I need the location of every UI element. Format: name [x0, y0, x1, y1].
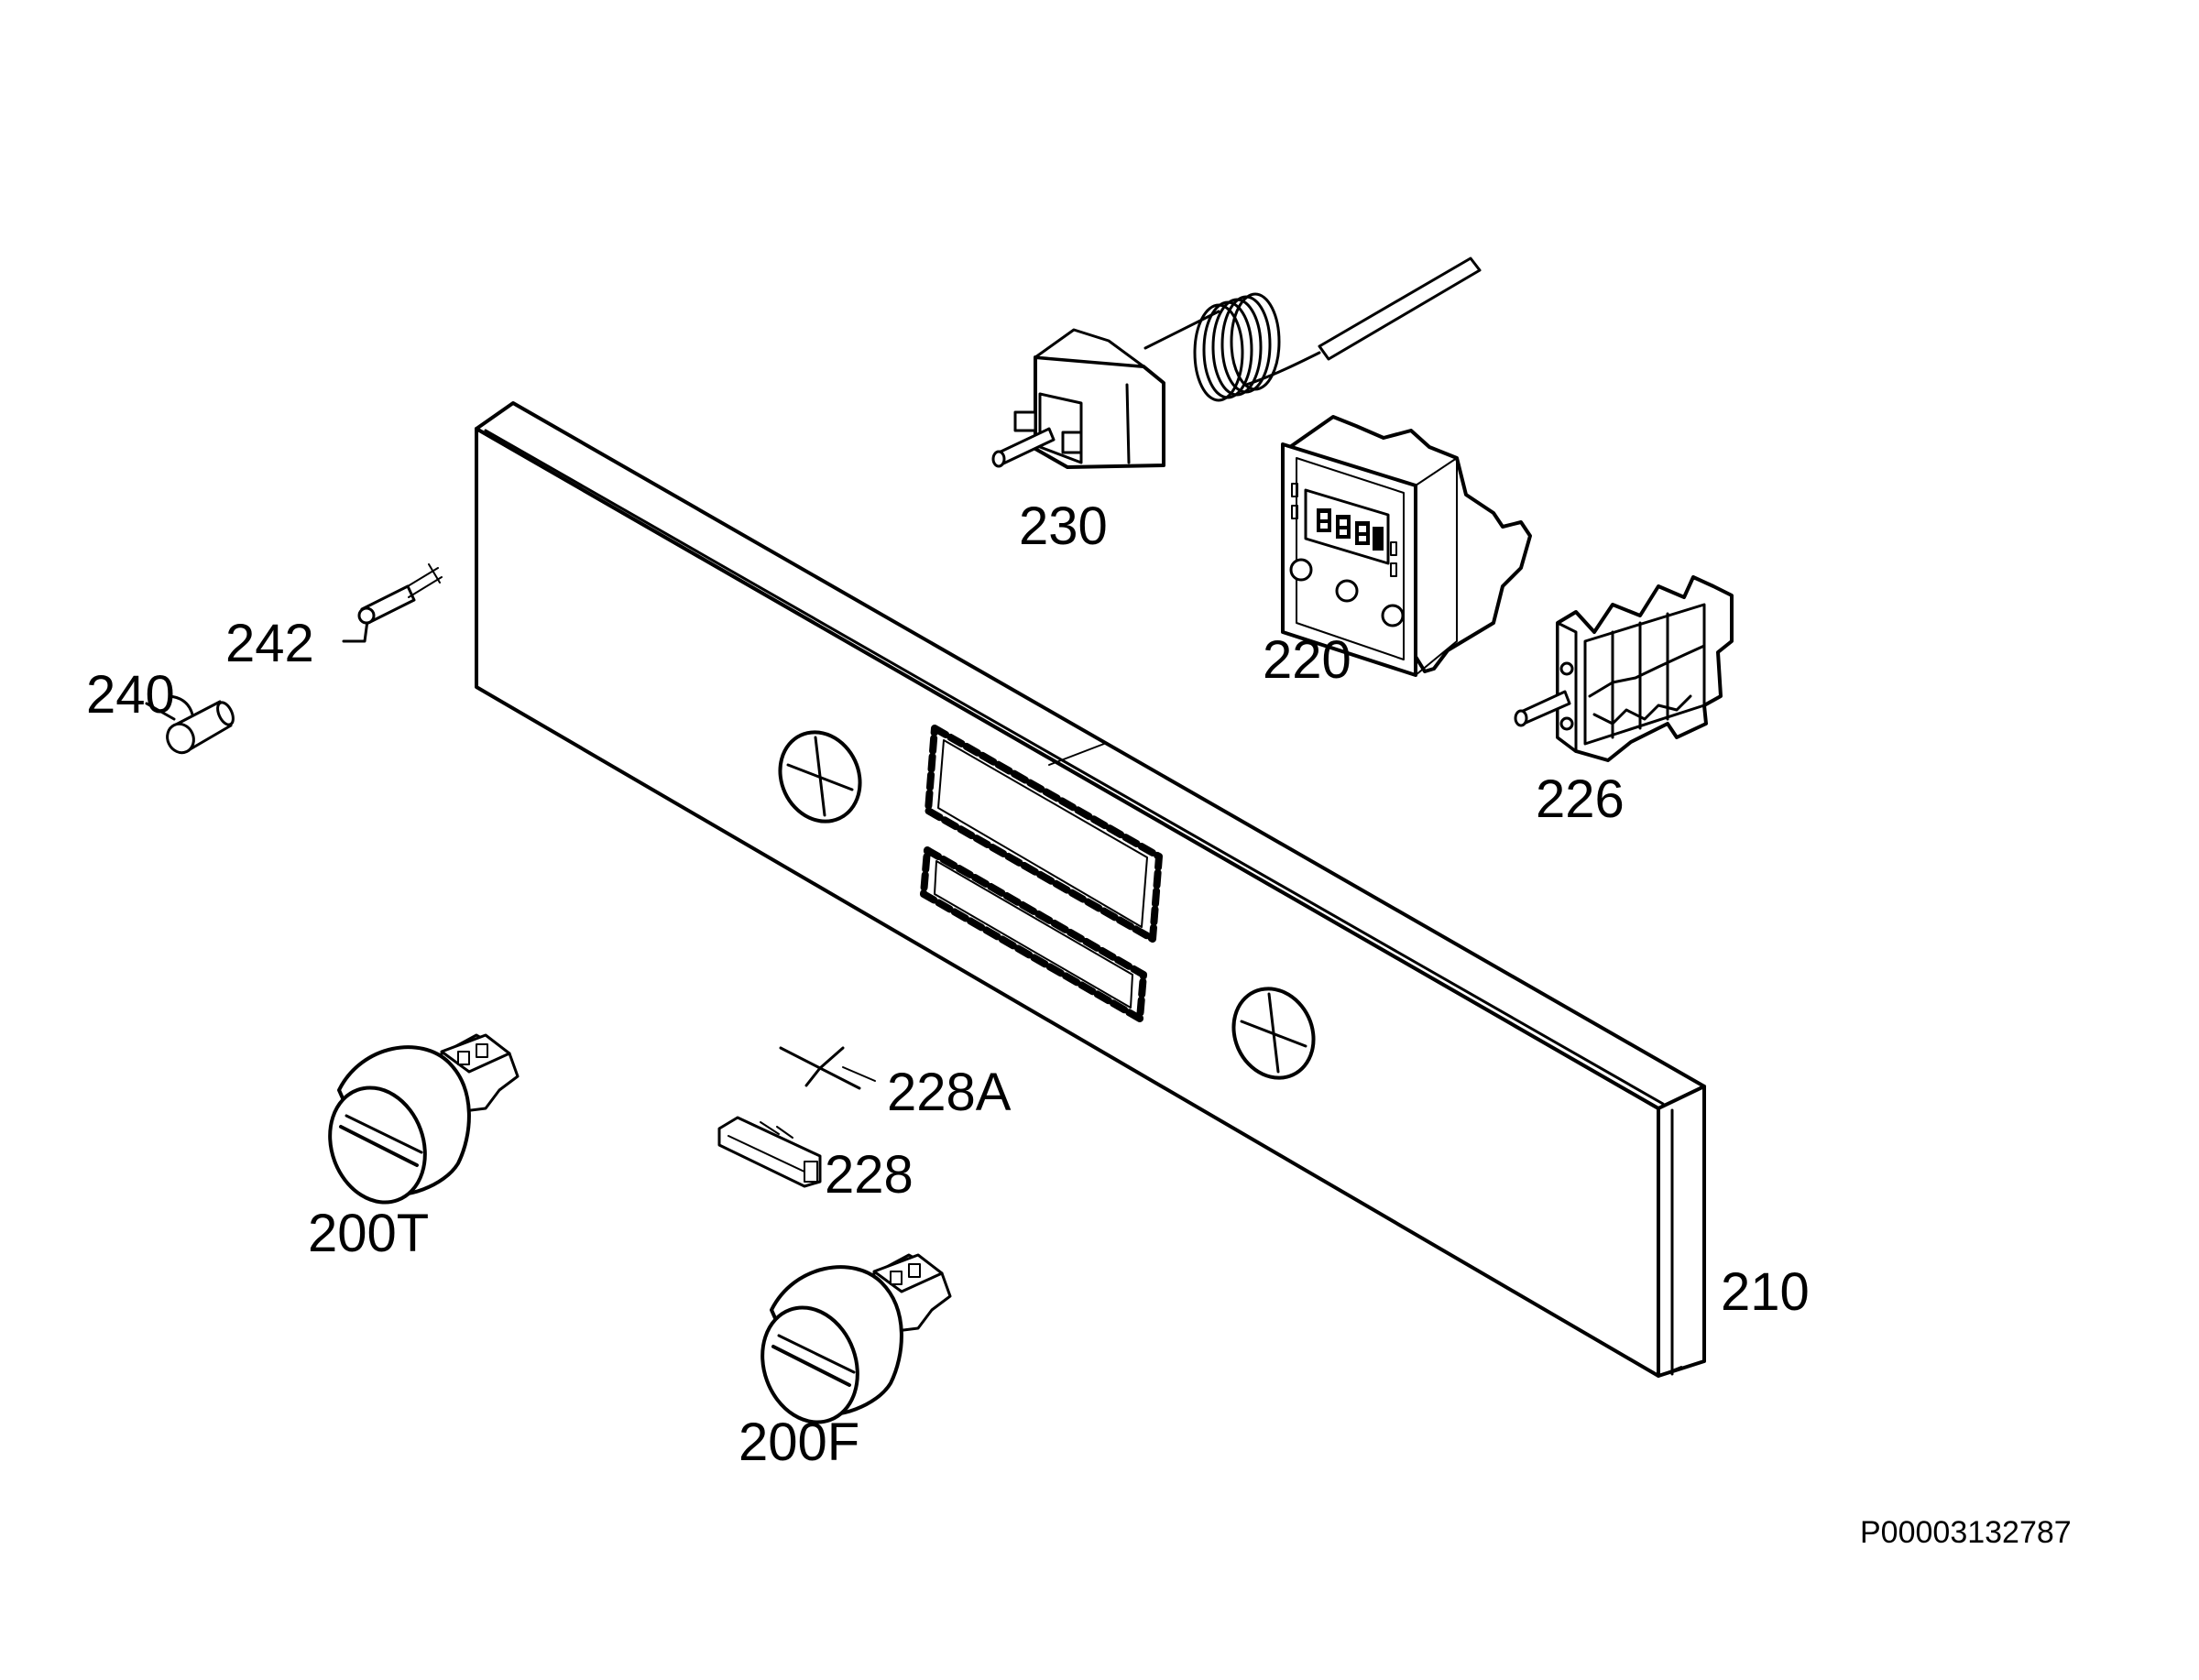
- light-guide-228: [717, 1116, 822, 1188]
- document-id: P00003132787: [1860, 1515, 2072, 1550]
- thermostat-capillary-coil: [1193, 292, 1281, 402]
- label-240: 240: [86, 665, 175, 725]
- spring-228A: [779, 1046, 876, 1090]
- label-228: 228: [825, 1145, 914, 1205]
- display-window-upper: [924, 725, 1163, 943]
- clock-timer-220: [1281, 415, 1532, 677]
- label-200F: 200F: [738, 1413, 859, 1472]
- label-228A: 228A: [887, 1063, 1012, 1122]
- indicator-lamp-240: [145, 694, 235, 755]
- label-200T: 200T: [308, 1204, 429, 1263]
- knob-hole-left: [778, 730, 862, 824]
- lamp-holder-242: [342, 563, 443, 643]
- knob-200F: [760, 1253, 952, 1424]
- label-210: 210: [1721, 1262, 1810, 1322]
- label-242: 242: [225, 614, 314, 673]
- thermostat-230: [991, 256, 1482, 469]
- label-226: 226: [1536, 769, 1625, 829]
- label-230: 230: [1019, 496, 1108, 556]
- timer-buttons: [1289, 558, 1405, 627]
- display-window-lower: [920, 846, 1147, 1022]
- control-panel-210: [475, 401, 1706, 1378]
- knob-200T: [328, 1033, 520, 1205]
- label-220: 220: [1263, 630, 1351, 690]
- selector-switch-226: [1514, 575, 1734, 762]
- knob-hole-right: [1231, 987, 1316, 1080]
